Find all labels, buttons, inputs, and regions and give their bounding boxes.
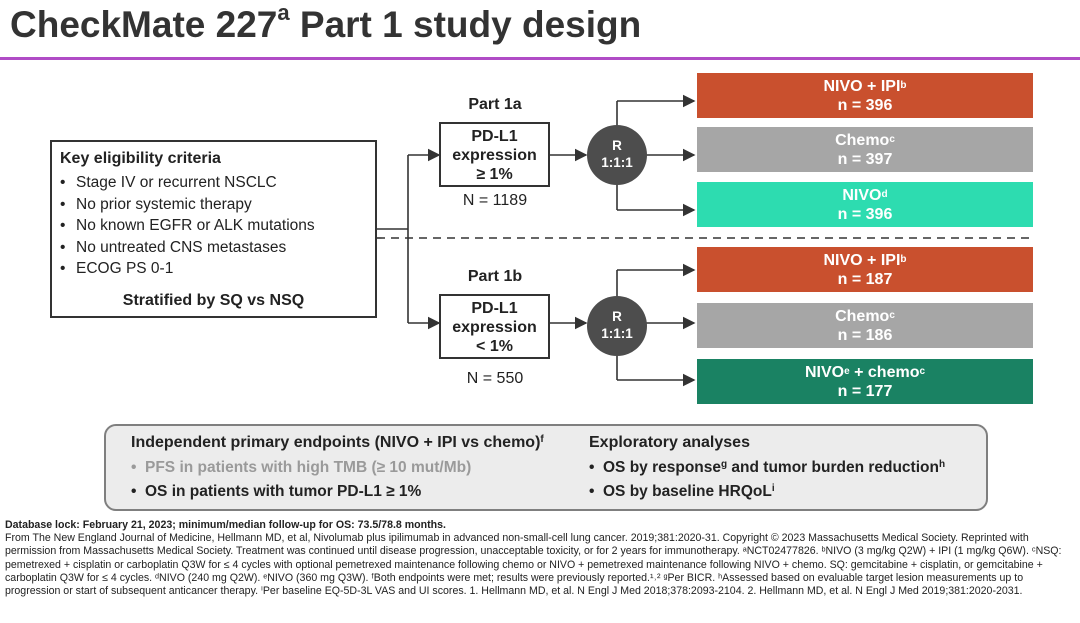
part1a-pdl1-box: PD-L1 expression ≥ 1% — [439, 122, 550, 187]
arm-1b-nivo-ipi: NIVO + IPIb n = 187 — [697, 247, 1033, 292]
arm-1a-chemo: Chemoc n = 397 — [697, 127, 1033, 172]
arm-sup: b — [900, 254, 907, 265]
eligibility-item: No known EGFR or ALK mutations — [60, 215, 315, 237]
arm-name-suffix: + chemo — [849, 364, 920, 381]
randomize-r: R — [612, 309, 622, 324]
arm-sup: c — [889, 134, 895, 145]
arm-n: n = 397 — [837, 151, 893, 168]
footnote-body: From The New England Journal of Medicine… — [5, 532, 1062, 598]
arm-1b-chemo: Chemoc n = 186 — [697, 303, 1033, 348]
arm-sup: c — [919, 366, 926, 377]
exploratory-heading: Exploratory analyses — [589, 434, 750, 451]
randomize-ratio: 1:1:1 — [601, 155, 633, 170]
arm-n: n = 186 — [837, 327, 893, 344]
primary-endpoints-heading: Independent primary endpoints (NIVO + IP… — [131, 434, 544, 452]
database-lock: Database lock: February 21, 2023; minimu… — [5, 519, 446, 531]
exploratory-text: OS by baseline HRQoL — [603, 483, 772, 500]
exploratory-text: and tumor burden reduction — [727, 459, 939, 476]
arm-name: NIVO — [842, 187, 882, 204]
part1b-pdl1-box: PD-L1 expression < 1% — [439, 294, 550, 359]
title-rule — [0, 57, 1080, 60]
primary-endpoint-item: PFS in patients with high TMB (≥ 10 mut/… — [131, 459, 471, 477]
arm-sup: b — [900, 80, 907, 91]
part1b-n: N = 550 — [466, 370, 524, 387]
arm-n: n = 187 — [837, 271, 893, 288]
arm-name: NIVO + IPI — [823, 252, 901, 269]
part1a-randomize-circle: R 1:1:1 — [587, 125, 647, 185]
primary-heading-sup: f — [540, 434, 544, 445]
exploratory-sup: g — [721, 459, 728, 470]
part1a-label: Part 1a — [468, 96, 522, 113]
pdl1-line: < 1% — [476, 338, 513, 355]
part1b-randomize-circle: R 1:1:1 — [587, 296, 647, 356]
arm-name: NIVO — [804, 364, 845, 381]
pdl1-line: ≥ 1% — [476, 166, 513, 183]
arm-sup: d — [881, 189, 888, 200]
randomize-ratio: 1:1:1 — [601, 326, 633, 341]
eligibility-list: Stage IV or recurrent NSCLC No prior sys… — [60, 172, 315, 280]
arm-n: n = 396 — [837, 206, 893, 223]
eligibility-item: No prior systemic therapy — [60, 194, 315, 216]
primary-heading-text: Independent primary endpoints (NIVO + IP… — [131, 434, 541, 451]
arm-name: Chemo — [835, 308, 890, 325]
endpoints-box: Independent primary endpoints (NIVO + IP… — [104, 424, 988, 511]
randomize-r: R — [612, 138, 622, 153]
arm-n: n = 396 — [837, 97, 893, 114]
part1b-label: Part 1b — [467, 268, 523, 285]
part1a-n: N = 1189 — [462, 192, 528, 209]
pdl1-line: PD-L1 — [471, 300, 518, 317]
pdl1-line: expression — [452, 147, 537, 164]
arm-sup: c — [889, 310, 895, 321]
pdl1-line: expression — [452, 319, 537, 336]
eligibility-item: Stage IV or recurrent NSCLC — [60, 172, 315, 194]
title-main: CheckMate 227 — [10, 4, 278, 45]
pdl1-line: PD-L1 — [471, 128, 518, 145]
exploratory-sup: h — [938, 459, 946, 470]
title-superscript: a — [277, 0, 290, 25]
eligibility-box: Key eligibility criteria Stage IV or rec… — [50, 140, 377, 318]
eligibility-item: No untreated CNS metastases — [60, 237, 315, 259]
eligibility-heading: Key eligibility criteria — [60, 150, 221, 167]
arm-1a-nivo-ipi: NIVO + IPIb n = 396 — [697, 73, 1033, 118]
exploratory-sup: i — [771, 483, 775, 494]
footnotes: Database lock: February 21, 2023; minimu… — [5, 519, 1075, 598]
arm-1a-nivo: NIVOd n = 396 — [697, 182, 1033, 227]
primary-endpoint-item: OS in patients with tumor PD-L1 ≥ 1% — [131, 483, 421, 501]
exploratory-item: OS by baseline HRQoLi — [589, 483, 775, 501]
title-rest: Part 1 study design — [289, 4, 642, 45]
page-title: CheckMate 227a Part 1 study design — [10, 0, 642, 46]
eligibility-item: ECOG PS 0-1 — [60, 258, 315, 280]
arm-name: Chemo — [835, 132, 890, 149]
exploratory-item: OS by responseg and tumor burden reducti… — [589, 459, 945, 477]
stratification-text: Stratified by SQ vs NSQ — [122, 292, 305, 309]
arm-sup: e — [844, 366, 850, 377]
exploratory-text: OS by response — [603, 459, 722, 476]
arm-1b-nivo-chemo: NIVOe + chemoc n = 177 — [697, 359, 1033, 404]
arm-name: NIVO + IPI — [823, 78, 901, 95]
arm-n: n = 177 — [837, 383, 893, 400]
